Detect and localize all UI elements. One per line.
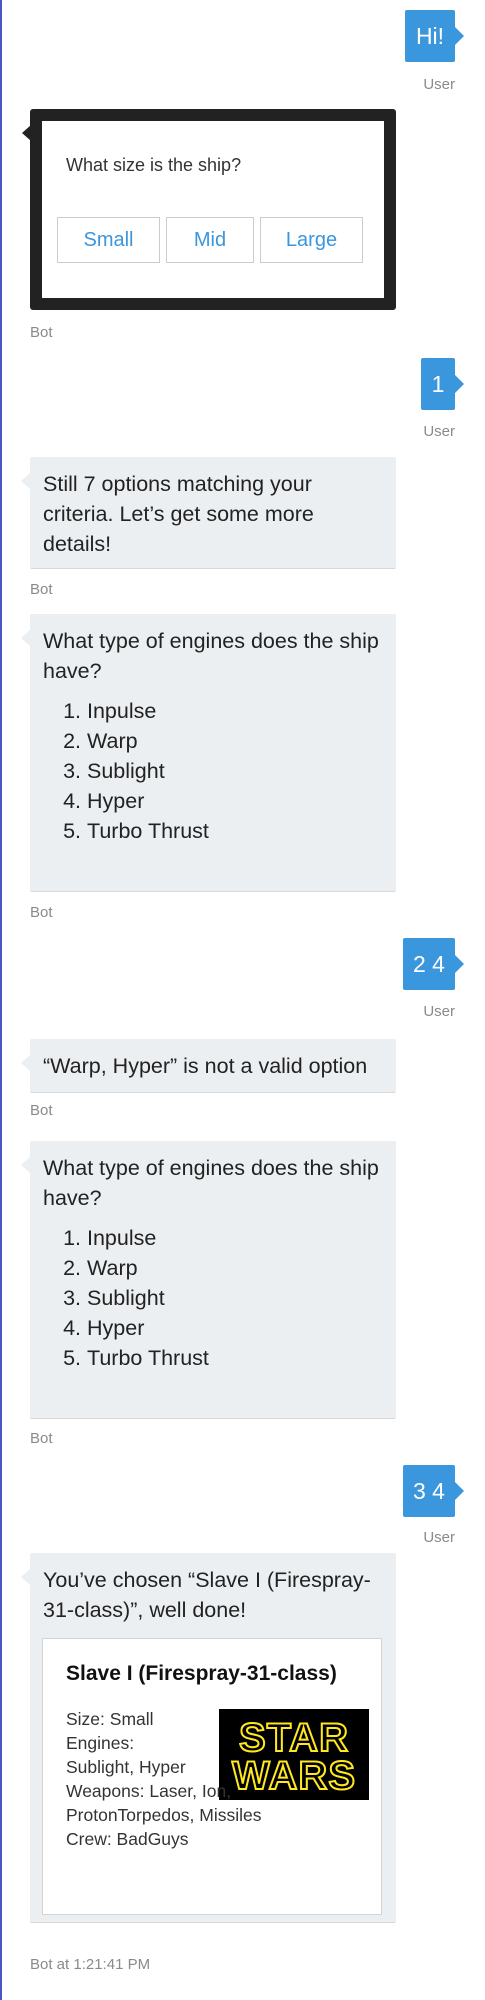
user-message-text: 3 4 xyxy=(413,1477,445,1504)
engine-option: Warp xyxy=(87,726,383,756)
user-message-text: 1 xyxy=(431,370,445,397)
message-sender-label: Bot xyxy=(30,324,53,341)
bot-message-bubble: You’ve chosen “Slave I (Firespray-31-cla… xyxy=(21,1553,396,1923)
ship-card-details: Size: Small Engines: Sublight, Hyper Wea… xyxy=(66,1707,366,1851)
bot-message-bubble: What type of engines does the ship have?… xyxy=(21,614,396,892)
message-sender-label: User xyxy=(423,1003,455,1020)
engine-option-list: Inpulse Warp Sublight Hyper Turbo Thrust xyxy=(43,1223,383,1373)
message-sender-label: Bot xyxy=(30,904,53,921)
engine-option: Hyper xyxy=(87,1313,383,1343)
ship-engines: Engines: Sublight, Hyper xyxy=(66,1733,186,1777)
bot-question-text: What type of engines does the ship have? xyxy=(43,1156,379,1210)
message-sender-label: User xyxy=(423,76,455,93)
message-sender-label: Bot xyxy=(30,1430,53,1447)
choice-card-body: What size is the ship? Small Mid Large xyxy=(42,121,384,298)
engine-option: Sublight xyxy=(87,1283,383,1313)
engine-option: Hyper xyxy=(87,786,383,816)
message-sender-label: User xyxy=(423,1529,455,1546)
bot-message-bubble: “Warp, Hyper” is not a valid option xyxy=(21,1039,396,1093)
message-sender-label: Bot xyxy=(30,581,53,598)
bot-message-bubble: What type of engines does the ship have?… xyxy=(21,1141,396,1419)
ship-hero-card[interactable]: Slave I (Firespray-31-class) STAR WARS S… xyxy=(42,1638,382,1915)
user-message-text: 2 4 xyxy=(413,950,445,977)
star-wars-logo: STAR WARS xyxy=(219,1709,369,1800)
user-message-bubble: 3 4 xyxy=(403,1465,464,1517)
bot-message-text: Still 7 options matching your criteria. … xyxy=(43,472,314,556)
bot-message-text: “Warp, Hyper” is not a valid option xyxy=(43,1054,368,1078)
message-sender-label: User xyxy=(423,423,455,440)
engine-option: Sublight xyxy=(87,756,383,786)
user-message-bubble: 1 xyxy=(421,358,464,410)
ship-weapons: Weapons: Laser, Ion, ProtonTorpedos, Mis… xyxy=(66,1781,262,1825)
engine-option: Inpulse xyxy=(87,1223,383,1253)
logo-text-star: STAR xyxy=(239,1716,349,1760)
size-large-button[interactable]: Large xyxy=(260,217,363,263)
ship-size: Size: Small xyxy=(66,1709,154,1729)
user-message-bubble: 2 4 xyxy=(403,938,464,990)
ship-card-title: Slave I (Firespray-31-class) xyxy=(66,1662,337,1685)
engine-option: Turbo Thrust xyxy=(87,816,383,846)
user-message-text: Hi! xyxy=(415,22,445,49)
message-sender-label: Bot xyxy=(30,1102,53,1119)
logo-text-wars: WARS xyxy=(232,1754,356,1798)
bot-choice-card: What size is the ship? Small Mid Large xyxy=(22,109,396,310)
size-mid-button[interactable]: Mid xyxy=(166,217,254,263)
user-message-bubble: Hi! xyxy=(405,10,464,62)
choice-question: What size is the ship? xyxy=(66,155,242,175)
size-small-button[interactable]: Small xyxy=(57,217,160,263)
engine-option: Inpulse xyxy=(87,696,383,726)
bot-message-bubble: Still 7 options matching your criteria. … xyxy=(21,457,396,569)
engine-option: Turbo Thrust xyxy=(87,1343,383,1373)
bot-question-text: What type of engines does the ship have? xyxy=(43,629,379,683)
star-wars-logo-icon: STAR WARS xyxy=(231,1715,356,1798)
engine-option-list: Inpulse Warp Sublight Hyper Turbo Thrust xyxy=(43,696,383,846)
bot-message-text: You’ve chosen “Slave I (Firespray-31-cla… xyxy=(43,1568,371,1622)
engine-option: Warp xyxy=(87,1253,383,1283)
ship-crew: Crew: BadGuys xyxy=(66,1829,189,1849)
message-sender-label: Bot at 1:21:41 PM xyxy=(30,1956,151,1973)
